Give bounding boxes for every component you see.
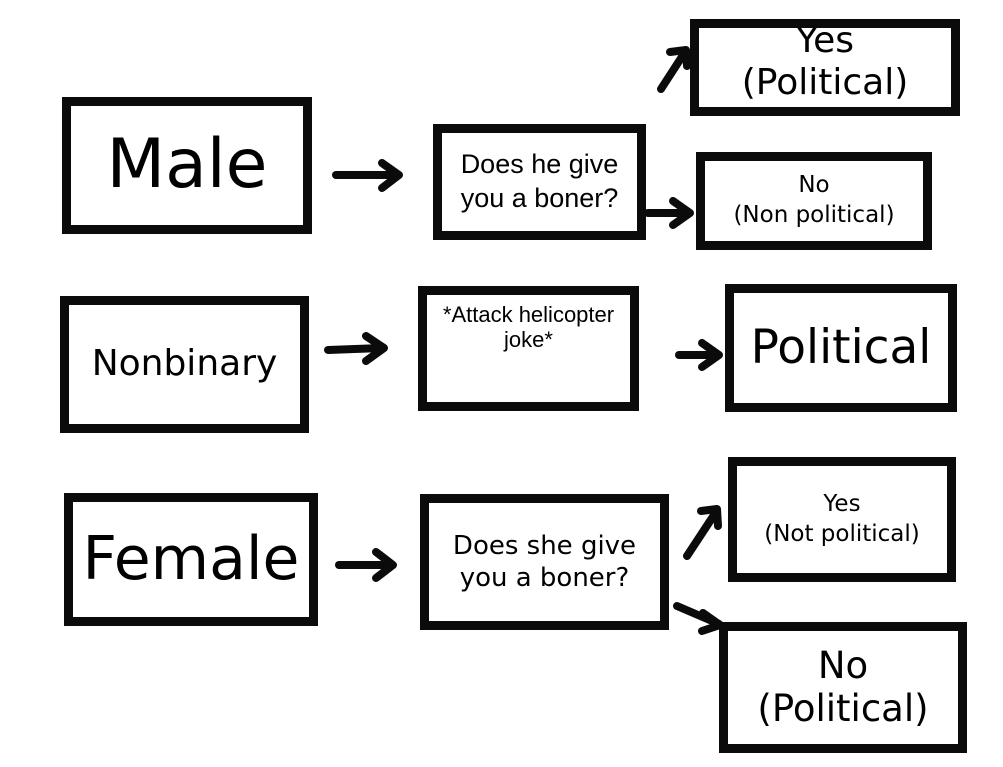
arrow-male-to-question — [332, 159, 403, 192]
nonbinary-result-label: Political — [750, 319, 932, 375]
male-box: Male — [62, 97, 312, 234]
female-question-label: Does she give you a boner? — [452, 530, 637, 594]
female-no-label: No (Political) — [757, 643, 929, 730]
male-no-box: No (Non political) — [696, 152, 932, 250]
arrow-female-question-to-no — [673, 602, 724, 635]
male-yes-box: Yes (Political) — [690, 19, 960, 116]
female-question-box: Does she give you a boner? — [420, 494, 669, 630]
nonbinary-box: Nonbinary — [60, 296, 309, 433]
female-label: Female — [82, 523, 300, 594]
male-yes-label: Yes (Political) — [741, 20, 909, 103]
male-question-label: Does he give you a boner? — [460, 149, 619, 213]
male-label: Male — [106, 125, 268, 205]
nonbinary-label: Nonbinary — [91, 343, 278, 385]
female-no-box: No (Political) — [719, 622, 967, 753]
male-no-label: No (Non political) — [733, 172, 895, 228]
arrow-female-to-question — [335, 548, 397, 582]
nonbinary-joke-box: *Attack helicopter joke* — [418, 286, 639, 411]
female-box: Female — [64, 493, 318, 626]
arrow-female-question-to-yes — [683, 505, 722, 560]
female-yes-box: Yes (Not political) — [728, 457, 956, 582]
male-question-box: Does he give you a boner? — [433, 124, 646, 240]
arrow-joke-to-political — [675, 339, 723, 371]
nonbinary-result-box: Political — [725, 284, 957, 412]
female-yes-label: Yes (Not political) — [764, 490, 920, 547]
arrow-nonbinary-to-joke — [324, 332, 388, 365]
arrow-male-question-to-yes — [657, 46, 691, 93]
arrow-male-question-to-no — [644, 197, 694, 229]
nonbinary-joke-label: *Attack helicopter joke* — [442, 302, 615, 352]
